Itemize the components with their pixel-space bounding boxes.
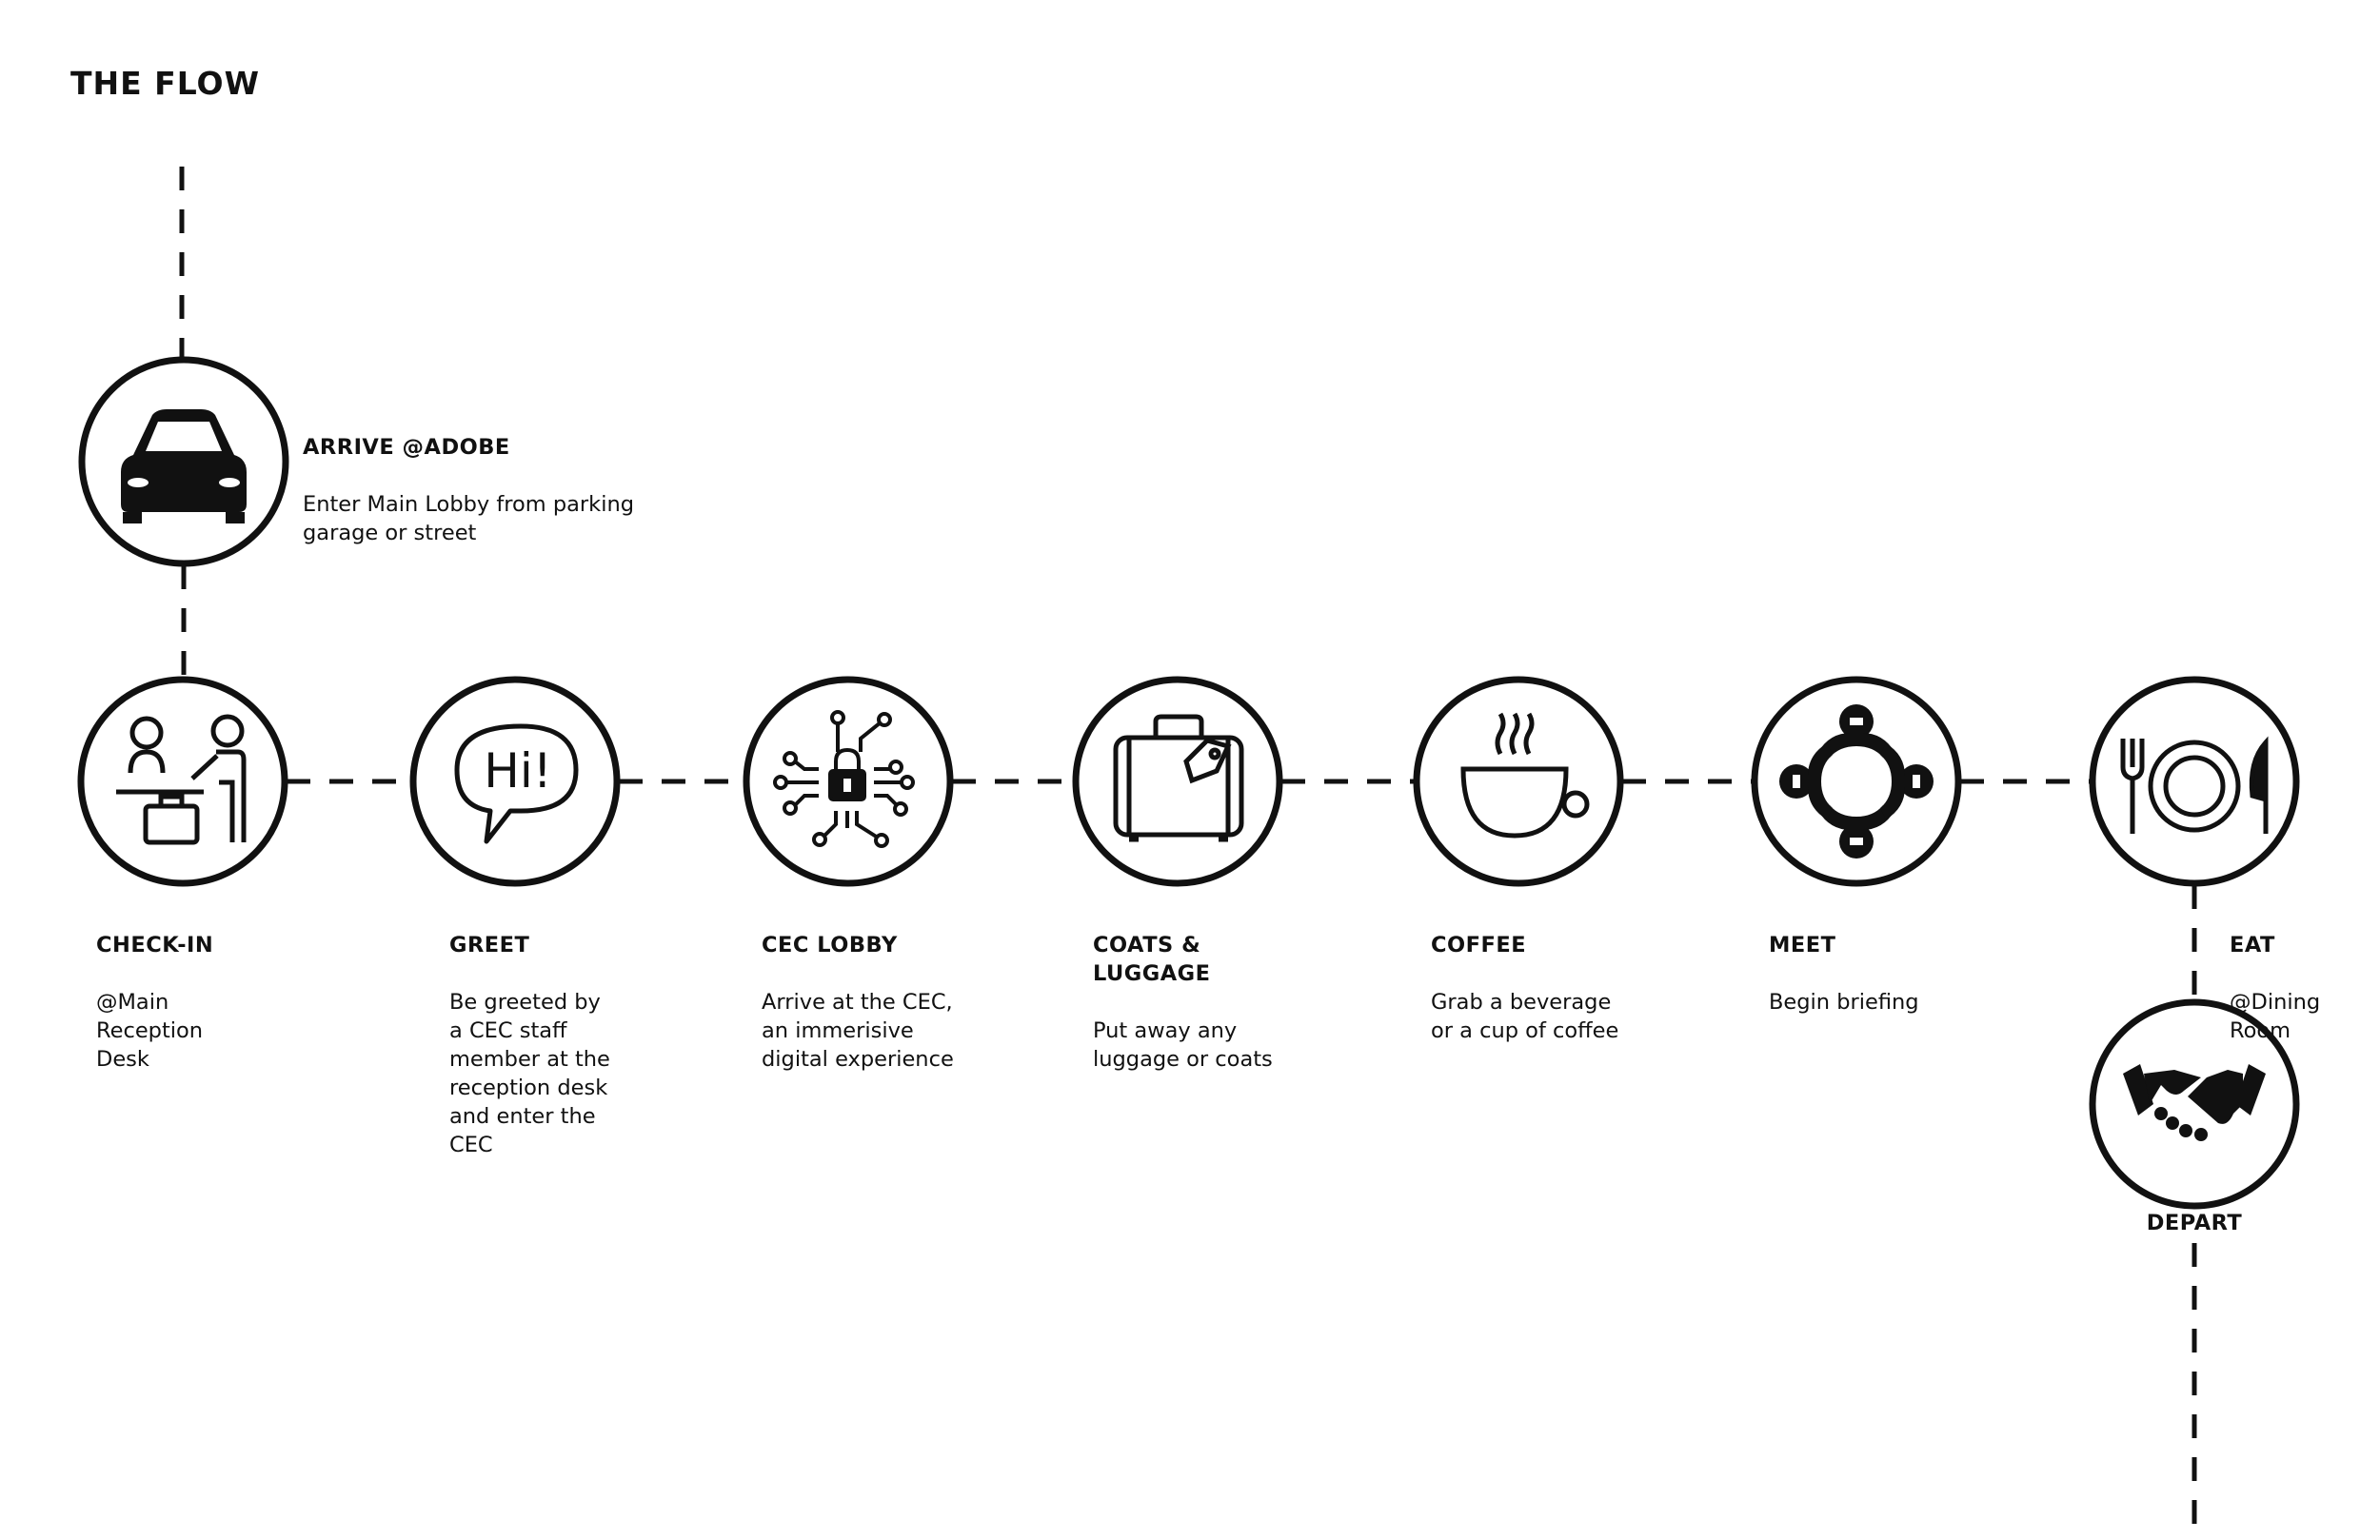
checkin-label: CHECK-IN @Main Reception Desk (96, 902, 287, 1102)
coffee-cup-icon (1460, 712, 1590, 839)
greet-description: Be greeted by a CEC staff member at the … (449, 990, 610, 1157)
page-title: THE FLOW (70, 65, 261, 102)
cec-lobby-label: CEC LOBBY Arrive at the CEC, an immerisi… (762, 902, 1000, 1102)
cec-lobby-description: Arrive at the CEC, an immerisive digital… (762, 990, 954, 1072)
plate-fork-knife-icon (2120, 736, 2269, 834)
meet-title: MEET (1769, 933, 1836, 958)
arrive-title: ARRIVE @ADOBE (303, 435, 510, 460)
checkin-description: @Main Reception Desk (96, 990, 204, 1072)
coats-title: COATS & LUGGAGE (1093, 933, 1211, 986)
coffee-label: COFFEE Grab a beverage or a cup of coffe… (1431, 902, 1659, 1074)
step-coffee (1413, 676, 1624, 887)
bubble-text: Hi! (484, 743, 552, 799)
meet-label: MEET Begin briefing (1769, 902, 1978, 1045)
arrive-description: Enter Main Lobby from parking garage or … (303, 492, 635, 545)
eat-title: EAT (2230, 933, 2275, 958)
step-arrive (78, 356, 289, 567)
step-meet (1751, 676, 1962, 887)
car-icon (121, 409, 247, 523)
coffee-title: COFFEE (1431, 933, 1527, 958)
meet-description: Begin briefing (1769, 990, 1919, 1015)
greet-label: GREET Be greeted by a CEC staff member a… (449, 902, 640, 1188)
eat-description: @Dining Room (2230, 990, 2321, 1043)
meeting-table-icon (1779, 704, 1934, 859)
speech-bubble-hi-icon: Hi! (454, 723, 579, 844)
step-eat (2089, 676, 2300, 887)
arrive-label: ARRIVE @ADOBE Enter Main Lobby from park… (303, 405, 645, 576)
reception-desk-icon (116, 714, 247, 845)
suitcase-icon (1113, 714, 1244, 842)
depart-title: DEPART (2146, 1211, 2243, 1235)
checkin-title: CHECK-IN (96, 933, 214, 958)
eat-label: EAT @Dining Room (2230, 902, 2380, 1074)
step-depart (2089, 998, 2300, 1210)
coats-description: Put away any luggage or coats (1093, 1018, 1273, 1072)
step-checkin (77, 676, 288, 887)
greet-title: GREET (449, 933, 530, 958)
step-coats-luggage (1072, 676, 1283, 887)
step-cec-lobby (743, 676, 954, 887)
step-greet: Hi! (409, 676, 621, 887)
cec-lobby-title: CEC LOBBY (762, 933, 898, 958)
coats-label: COATS & LUGGAGE Put away any luggage or … (1093, 902, 1302, 1102)
circuit-lock-icon (773, 710, 915, 848)
coffee-description: Grab a beverage or a cup of coffee (1431, 990, 1619, 1043)
handshake-icon (2123, 1064, 2266, 1141)
